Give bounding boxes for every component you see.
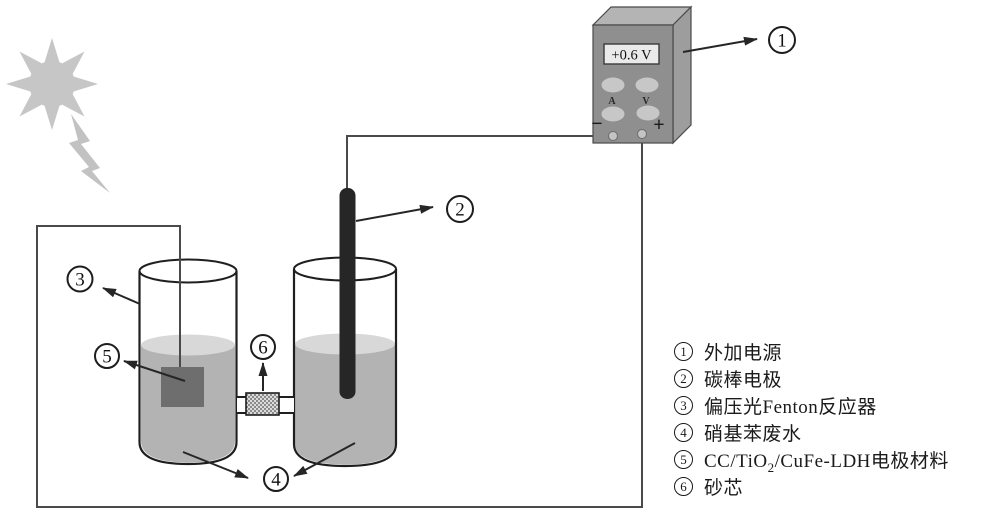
legend-label-3: 偏压光Fenton反应器 xyxy=(704,397,877,418)
callout-arrow-3 xyxy=(102,287,141,305)
legend-marker-5: 5 xyxy=(674,450,693,469)
voltage-display xyxy=(603,43,660,65)
legend-item-wastewater: 4 硝基苯废水 xyxy=(674,419,949,446)
callout-wastewater: 4 xyxy=(182,442,356,492)
callout-number-2: 2 xyxy=(455,200,465,221)
callout-circle-3 xyxy=(66,265,94,293)
callout-arrow-5 xyxy=(123,360,186,382)
sun-icon xyxy=(6,38,98,130)
callout-sand-core: 6 xyxy=(250,334,276,391)
left-beaker xyxy=(138,258,238,466)
lightning-bolt-icon xyxy=(69,114,110,193)
callout-power-supply: 1 xyxy=(682,26,796,54)
voltage-display-value: +0.6 V xyxy=(611,48,652,64)
right-beaker-wall xyxy=(292,269,398,468)
sun-ray xyxy=(72,76,98,92)
callout-arrow-4-left xyxy=(182,451,249,479)
power-supply-side-face xyxy=(672,5,692,145)
legend-item-power-supply: 1 外加电源 xyxy=(674,338,949,365)
legend: 1 外加电源 2 碳棒电极 3 偏压光Fenton反应器 4 硝基苯废水 5 C… xyxy=(674,338,949,500)
legend-marker-4: 4 xyxy=(674,423,693,442)
legend-label-2: 碳棒电极 xyxy=(704,370,783,391)
callout-arrow-2 xyxy=(355,204,434,222)
sun-ray xyxy=(44,104,60,130)
negative-terminal-label: − xyxy=(591,113,602,135)
legend-marker-1: 1 xyxy=(674,342,693,361)
legend-marker-2: 2 xyxy=(674,369,693,388)
voltmeter-label: V xyxy=(642,96,650,107)
callout-number-4: 4 xyxy=(271,470,281,491)
anode-wire xyxy=(36,140,643,508)
positive-terminal-label: + xyxy=(653,114,664,136)
left-beaker-wall xyxy=(138,271,238,466)
callout-reactor: 3 xyxy=(66,265,141,305)
sun-body xyxy=(29,61,75,107)
callout-plate-electrode: 5 xyxy=(94,343,186,382)
legend-item-reactor: 3 偏压光Fenton反应器 xyxy=(674,392,949,419)
callout-circle-1 xyxy=(768,26,796,54)
callout-number-3: 3 xyxy=(75,270,85,291)
legend-label-5-suffix: /CuFe-LDH电极材料 xyxy=(774,451,949,472)
knob-current-coarse[interactable] xyxy=(601,77,625,93)
callout-carbon-rod: 2 xyxy=(355,195,474,223)
carbon-rod-electrode xyxy=(339,188,356,399)
sun-ray xyxy=(6,76,32,92)
legend-label-4: 硝基苯废水 xyxy=(704,424,802,445)
sun-ray xyxy=(44,38,60,64)
legend-marker-3: 3 xyxy=(674,396,693,415)
left-beaker-mouth xyxy=(138,258,238,284)
knob-current-fine[interactable] xyxy=(601,106,625,122)
knob-voltage-coarse[interactable] xyxy=(635,77,659,93)
plate-electrode xyxy=(161,367,204,407)
positive-terminal xyxy=(637,129,647,139)
legend-item-sand-core: 6 砂芯 xyxy=(674,473,949,500)
callout-circle-2 xyxy=(446,195,474,223)
callout-arrow-4-right xyxy=(293,442,356,477)
callout-number-6: 6 xyxy=(258,338,268,359)
callout-circle-6 xyxy=(250,334,276,360)
legend-label-5-subscript: 2 xyxy=(767,459,775,475)
sand-core xyxy=(245,392,280,416)
ammeter-label: A xyxy=(608,96,616,107)
callout-number-5: 5 xyxy=(102,347,112,368)
connecting-tube xyxy=(236,392,294,416)
legend-label-6: 砂芯 xyxy=(704,478,744,499)
callout-circle-4 xyxy=(263,466,289,492)
negative-terminal xyxy=(608,131,618,141)
legend-item-electrode-material: 5 CC/TiO2/CuFe-LDH电极材料 xyxy=(674,446,949,475)
right-beaker-liquid xyxy=(295,344,395,465)
cathode-wire xyxy=(346,135,612,192)
legend-marker-6: 6 xyxy=(674,477,693,496)
power-supply: +0.6 V A V − + xyxy=(591,5,693,145)
callout-arrow-1 xyxy=(682,36,758,53)
legend-label-5-prefix: CC/TiO xyxy=(704,451,768,472)
legend-label-5: CC/TiO2/CuFe-LDH电极材料 xyxy=(704,446,949,475)
callout-number-1: 1 xyxy=(777,31,787,52)
legend-label-1: 外加电源 xyxy=(704,343,783,364)
callout-circle-5 xyxy=(94,343,120,369)
knob-voltage-fine[interactable] xyxy=(636,105,660,121)
left-beaker-liquid-surface xyxy=(141,334,235,356)
legend-item-carbon-rod: 2 碳棒电极 xyxy=(674,365,949,392)
